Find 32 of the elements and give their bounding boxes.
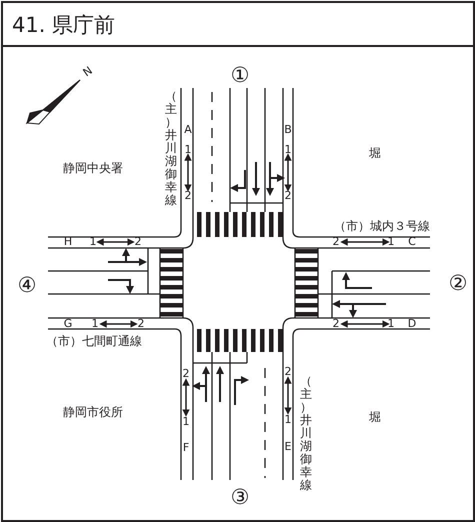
crosswalk-end-number: 1 — [284, 144, 292, 156]
direction-number: ① — [230, 64, 250, 86]
road-name: （主）井川湖御幸線 — [300, 375, 312, 492]
crosswalk-end-number: 1 — [92, 318, 98, 330]
place-name: 堀 — [369, 411, 381, 423]
crosswalk-end-number: 1 — [284, 414, 292, 426]
place-name: 静岡中央署 — [63, 162, 123, 174]
crosswalk-end-number: 2 — [284, 190, 292, 202]
crosswalk-end-number: 2 — [332, 318, 340, 330]
place-name: 静岡市役所 — [63, 406, 123, 418]
crosswalk-end-number: 2 — [138, 318, 144, 330]
road-name: （市）城内３号線 — [334, 220, 430, 232]
crosswalk-letter: G — [64, 318, 72, 330]
crosswalk-end-number: 2 — [284, 366, 292, 378]
direction-number: ③ — [230, 486, 250, 508]
crosswalk-letter: F — [182, 442, 190, 454]
direction-number: ④ — [18, 274, 36, 296]
crosswalk-end-number: 1 — [182, 416, 190, 428]
north-letter: N — [81, 64, 95, 80]
crosswalk-end-number: 1 — [184, 144, 192, 156]
road-name: （市）七間町通線 — [46, 335, 142, 347]
crosswalk-end-number: 2 — [184, 190, 192, 202]
crosswalk-end-number: 2 — [182, 368, 190, 380]
crosswalk-letter: B — [284, 124, 292, 136]
crosswalk-letter: D — [408, 318, 416, 330]
crosswalk-end-number: 1 — [388, 318, 394, 330]
direction-number: ② — [448, 272, 468, 294]
crosswalk-letter: A — [184, 124, 192, 136]
crosswalk-letter: E — [284, 441, 292, 453]
title: 41. 県庁前 — [12, 12, 116, 38]
place-name: 堀 — [369, 147, 381, 159]
road-name: （主）井川湖御幸線 — [164, 90, 178, 207]
